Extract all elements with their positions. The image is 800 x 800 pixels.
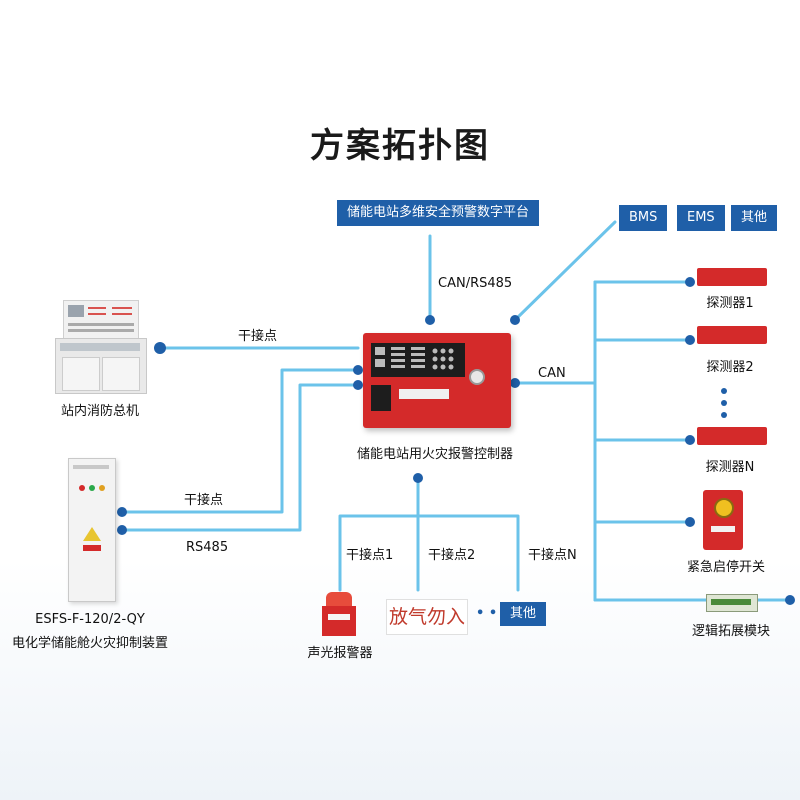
- dry-contact-n-label: 干接点N: [528, 548, 577, 563]
- detector-2: [697, 326, 767, 344]
- key-lock-icon: [469, 369, 485, 385]
- more-dots: • •: [476, 606, 498, 621]
- dry-contact-label: 干接点: [238, 329, 278, 344]
- bottom-other-tag: 其他: [500, 602, 547, 626]
- suppress-rs485-line: [120, 383, 360, 532]
- fire-host-label: 站内消防总机: [60, 404, 139, 419]
- detector-n: [697, 427, 767, 445]
- dry-contact-label-2: 干接点: [184, 493, 224, 508]
- detector-n-label: 探测器N: [705, 460, 755, 475]
- detector-2-label: 探测器2: [706, 360, 754, 375]
- can-label: CAN: [538, 366, 566, 381]
- suppress-dry-line: [120, 368, 360, 514]
- can-rs485-label: CAN/RS485: [438, 276, 513, 291]
- controller-label: 储能电站用火灾报警控制器: [356, 447, 513, 462]
- gas-warning-sign: 放气勿入: [386, 599, 468, 635]
- logic-module: [706, 594, 758, 612]
- suppression-label: 电化学储能舱火灾抑制装置: [11, 636, 168, 651]
- suppression-cabinet: [68, 458, 116, 602]
- rs485-label: RS485: [186, 540, 229, 555]
- emergency-switch-label: 紧急启停开关: [686, 560, 765, 575]
- controller-nameplate: [399, 389, 449, 399]
- connection-dots: [117, 277, 795, 605]
- dry-contact-1-label: 干接点1: [346, 548, 394, 563]
- platform-tag: 储能电站多维安全预警数字平台: [337, 200, 540, 226]
- emergency-switch: [703, 490, 743, 550]
- stop-button-icon: [714, 498, 734, 518]
- page-title: 方案拓扑图: [310, 126, 490, 166]
- dry-contact-2-label: 干接点2: [428, 548, 476, 563]
- warning-icon: [83, 527, 101, 541]
- detector-1: [697, 268, 767, 286]
- suppression-model: ESFS-F-120/2-QY: [35, 612, 145, 627]
- ems-tag: EMS: [677, 205, 725, 231]
- controller-screen: [371, 343, 465, 377]
- bottom-branches: [338, 514, 520, 592]
- other-tag: 其他: [731, 205, 778, 231]
- controller-printer: [371, 385, 391, 411]
- fire-alarm-controller: [363, 333, 511, 428]
- sound-light-alarm-label: 声光报警器: [307, 646, 373, 661]
- fire-host-panel: [55, 300, 147, 394]
- bms-line: [513, 220, 617, 322]
- logic-module-label: 逻辑拓展模块: [691, 624, 770, 639]
- bms-tag: BMS: [619, 205, 668, 231]
- sound-light-alarm: [322, 592, 356, 636]
- detector-1-label: 探测器1: [706, 296, 754, 311]
